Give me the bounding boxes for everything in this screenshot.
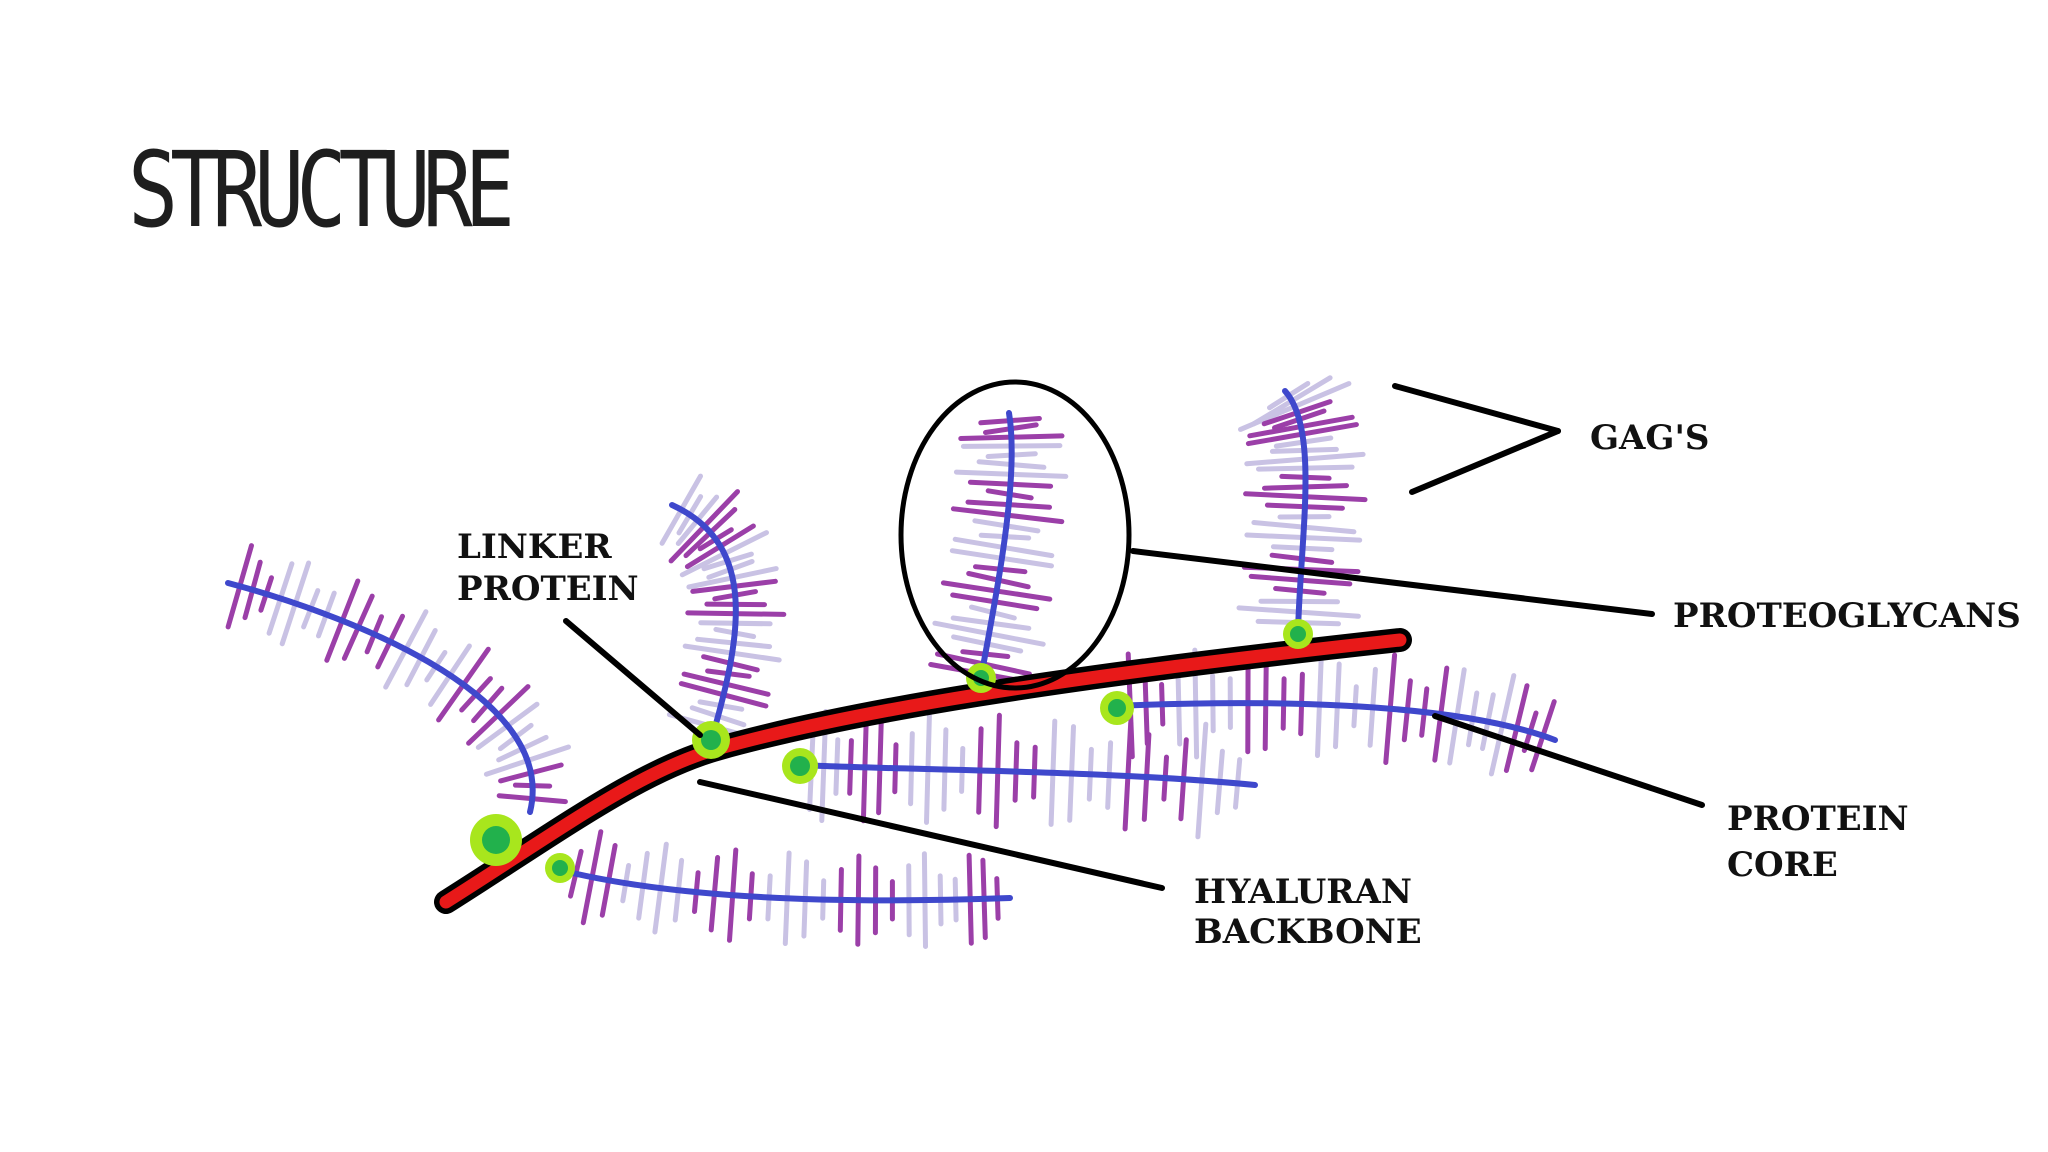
linker-inner [482, 826, 510, 854]
linker-protein-node [692, 721, 730, 759]
protein-core-label-line1: PROTEIN [1727, 799, 1909, 839]
linker-protein-node [1100, 691, 1134, 725]
linker-protein-node [470, 814, 522, 866]
protein-core-label-line2: CORE [1727, 845, 1838, 885]
linker-protein-label-line2: PROTEIN [457, 569, 639, 609]
gags-leader-lower [1412, 431, 1558, 492]
linker-inner [790, 756, 810, 776]
linker-inner [1108, 699, 1126, 717]
linker-protein-node [1283, 619, 1313, 649]
gags-label: GAG'S [1590, 418, 1709, 458]
protein-core-leader [1435, 716, 1702, 805]
linker-protein-node [545, 853, 575, 883]
hyaluran-backbone-label-line1: HYALURAN [1194, 872, 1412, 912]
proteoglycans-label: PROTEOGLYCANS [1673, 596, 2021, 636]
linker-inner [701, 730, 721, 750]
hyaluran-backbone-leader [700, 782, 1162, 888]
gags-leader-upper [1395, 386, 1558, 431]
hyaluran-backbone-label-line2: BACKBONE [1194, 912, 1422, 952]
linker-inner [1290, 626, 1306, 642]
linker-protein-label-line1: LINKER [457, 527, 612, 567]
linker-inner [552, 860, 568, 876]
linker-protein-node [782, 748, 818, 784]
proteoglycans-leader [1133, 551, 1652, 614]
linker-protein-leader [566, 621, 700, 735]
